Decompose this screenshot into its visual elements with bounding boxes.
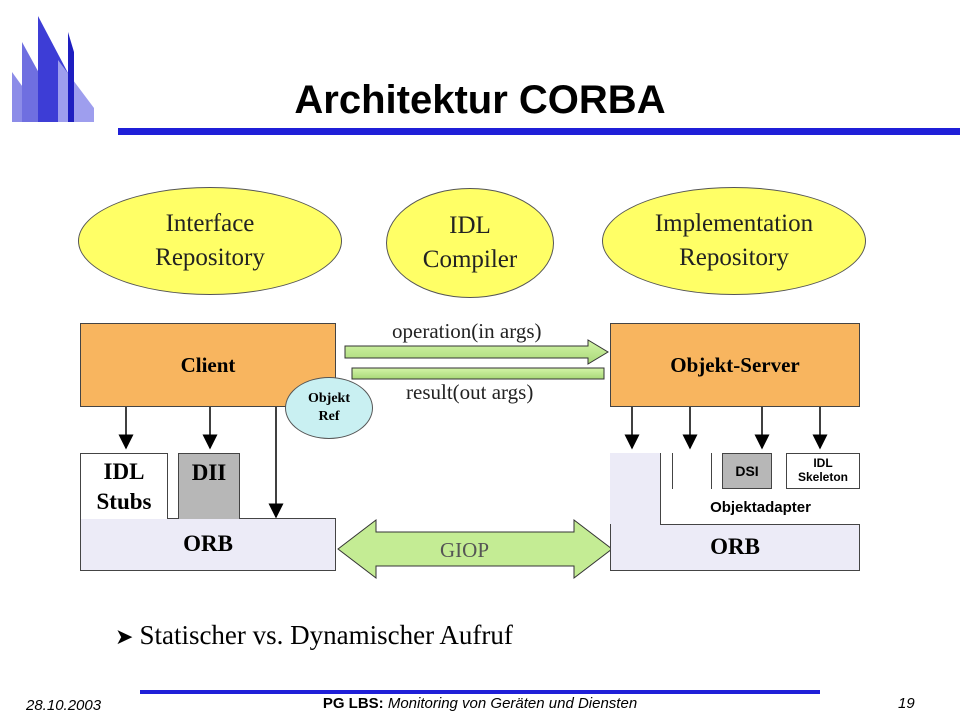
objektadapter-label: Objektadapter (710, 499, 811, 516)
bullet-text: Statischer vs. Dynamischer Aufruf (139, 620, 513, 650)
idl-stubs-label: IDL Stubs (96, 458, 152, 514)
client-orb-box: ORB (80, 518, 336, 571)
objekt-server-label: Objekt-Server (670, 352, 800, 377)
server-orb-label: ORB (710, 534, 760, 559)
page-number: 19 (898, 695, 915, 712)
idl-skeleton-label: IDL Skeleton (797, 456, 848, 484)
idl-stubs-box: IDL Stubs (80, 453, 168, 519)
footer-course: PG LBS: (322, 695, 384, 712)
arrowhead-bullet-icon: ➤ (115, 625, 134, 650)
implementation-repository-ellipse: Implementation Repository (602, 187, 866, 295)
title-rule (118, 128, 960, 135)
giop-label: GIOP (440, 538, 490, 562)
dsi-label: DSI (735, 463, 759, 479)
dsi-box: DSI (722, 453, 772, 489)
footer-subtitle: Monitoring von Geräten und Diensten (387, 695, 638, 712)
objekt-ref-label: Objekt Ref (308, 390, 350, 424)
footer-date: 28.10.2003 (26, 697, 102, 714)
footer-rule (140, 690, 820, 694)
university-logo-icon (12, 16, 94, 122)
operation-label: operation(in args) (392, 319, 542, 343)
dii-box: DII (178, 453, 240, 519)
footer-title: PG LBS: Monitoring von Geräten und Diens… (0, 695, 960, 712)
adapter-inner-box (610, 453, 660, 524)
interface-repository-ellipse: Interface Repository (78, 187, 342, 295)
result-label: result(out args) (406, 380, 534, 404)
idl-skeleton-box: IDL Skeleton (786, 453, 860, 489)
objekt-ref-ellipse: Objekt Ref (285, 377, 373, 439)
client-label: Client (180, 352, 236, 377)
page-title: Architektur CORBA (294, 78, 666, 122)
client-orb-label: ORB (183, 531, 233, 556)
dii-label: DII (191, 460, 227, 485)
bullet-item: ➤Statischer vs. Dynamischer Aufruf (115, 620, 513, 651)
idl-compiler-ellipse: IDL Compiler (386, 188, 554, 298)
objekt-server-box: Objekt-Server (610, 323, 860, 407)
adapter-slot-box (672, 453, 712, 489)
